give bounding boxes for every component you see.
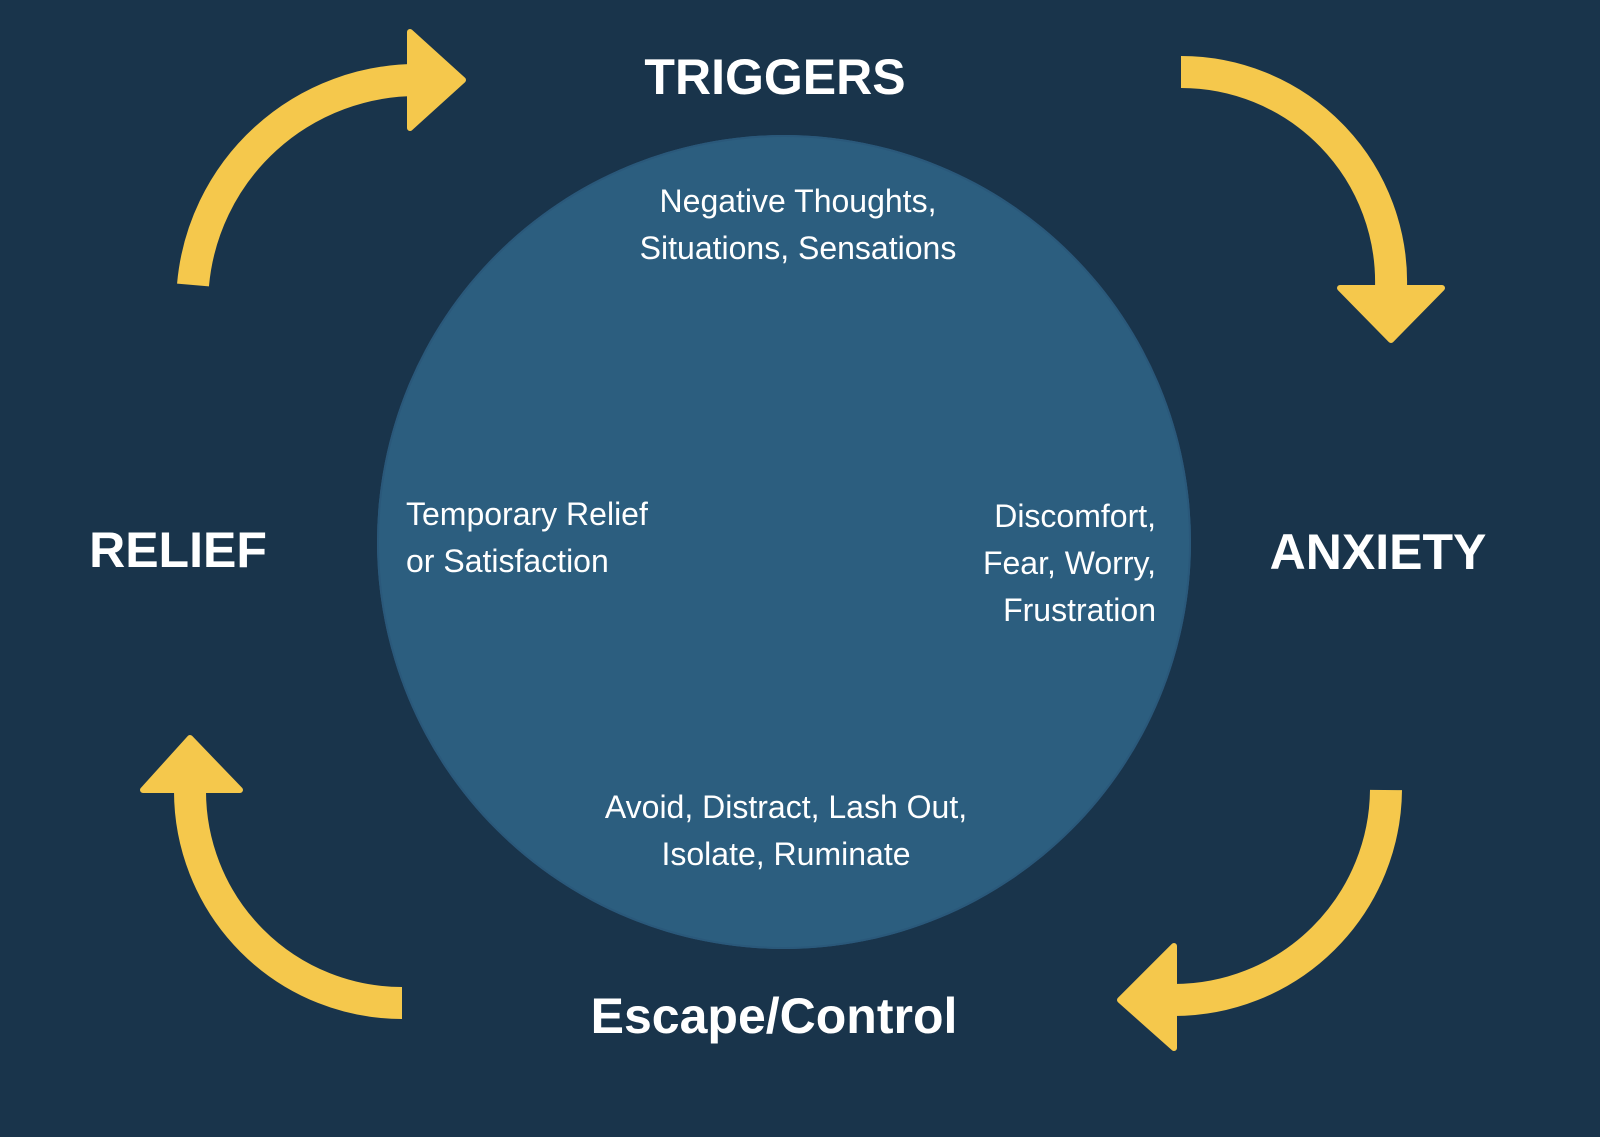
relief-description: Temporary Relief or Satisfaction: [406, 491, 648, 585]
escape-description-line: Isolate, Ruminate: [661, 836, 911, 872]
triggers-description: Negative Thoughts, Situations, Sensation…: [640, 178, 957, 272]
arrow-relief-to-triggers: [177, 29, 466, 287]
anxiety-description-line: Discomfort,: [994, 498, 1156, 534]
escape-description: Avoid, Distract, Lash Out, Isolate, Rumi…: [605, 784, 967, 878]
triggers-description-line: Negative Thoughts,: [659, 183, 937, 219]
arrow-triggers-to-anxiety: [1180, 56, 1445, 343]
stage-escape-control-label: Escape/Control: [590, 988, 958, 1044]
stage-triggers-label: TRIGGERS: [644, 49, 906, 105]
escape-description-line: Avoid, Distract, Lash Out,: [604, 789, 968, 825]
anxiety-description: Discomfort, Fear, Worry, Frustration: [983, 493, 1156, 634]
center-circle: [377, 135, 1191, 949]
stage-relief-label: RELIEF: [89, 522, 267, 578]
anxiety-description-line: Frustration: [1003, 592, 1156, 628]
stage-anxiety-label: ANXIETY: [1269, 524, 1487, 580]
triggers-description-line: Situations, Sensations: [639, 230, 957, 266]
arrow-escape-to-relief: [140, 735, 403, 1019]
anxiety-description-line: Fear, Worry,: [982, 545, 1156, 581]
arrow-anxiety-to-escape: [1117, 789, 1402, 1051]
relief-description-line: or Satisfaction: [406, 543, 609, 579]
relief-description-line: Temporary Relief: [406, 496, 648, 532]
